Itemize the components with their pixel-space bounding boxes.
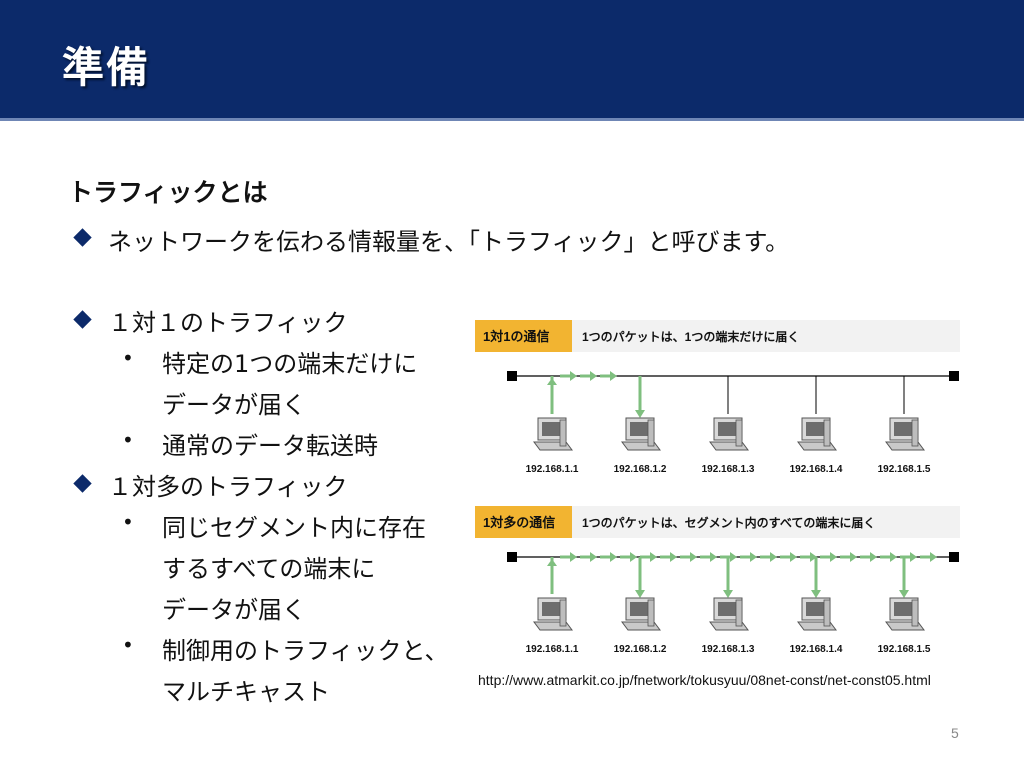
broadcast-packet-arrow-head xyxy=(670,552,677,562)
network-diagram-svg: 1対1の通信 1つのパケットは、1つの端末だけに届く 192.168.1.1 19… xyxy=(475,320,960,655)
broadcast-host-ip: 192.168.1.1 xyxy=(526,644,579,655)
slide-title: 準備 xyxy=(62,43,151,92)
broadcast-desc-line3: データが届く xyxy=(162,596,306,624)
broadcast-computer-icon xyxy=(533,597,573,631)
broadcast-tag xyxy=(475,506,572,538)
source-url: http://www.atmarkit.co.jp/fnetwork/tokus… xyxy=(478,672,931,688)
broadcast-desc-line1: 同じセグメント内に存在 xyxy=(162,514,426,542)
unicast-arrow-head xyxy=(635,410,645,418)
broadcast-arrow-head xyxy=(723,590,733,598)
section-heading: トラフィックとは xyxy=(68,178,268,207)
unicast-host-ip: 192.168.1.4 xyxy=(790,464,843,475)
diamond-bullet-icon xyxy=(73,310,92,329)
broadcast-arrow-head xyxy=(635,590,645,598)
broadcast-computer-icon xyxy=(621,597,661,631)
broadcast-usage-line1: 制御用のトラフィックと、 xyxy=(162,637,449,665)
unicast-host-ip: 192.168.1.1 xyxy=(526,464,579,475)
unicast-computer-icon xyxy=(885,417,925,451)
broadcast-packet-arrow-head xyxy=(850,552,857,562)
unicast-packet-arrow-head xyxy=(590,371,597,381)
broadcast-packet-arrow-head xyxy=(810,552,817,562)
unicast-computer-icon xyxy=(797,417,837,451)
broadcast-packet-arrow-head xyxy=(710,552,717,562)
unicast-host-ip: 192.168.1.5 xyxy=(878,464,931,475)
bullet-traffic-definition: ネットワークを伝わる情報量を、「トラフィック」と呼びます。 xyxy=(108,228,790,256)
unicast-bus-terminator-left xyxy=(507,371,517,381)
broadcast-bus-terminator-left xyxy=(507,552,517,562)
broadcast-packet-arrow-head xyxy=(690,552,697,562)
broadcast-panel: 1対多の通信 1つのパケットは、セグメント内のすべての端末に届く 192.168… xyxy=(475,506,960,655)
unicast-usage: 通常のデータ転送時 xyxy=(162,432,378,460)
bullet-dot-icon: • xyxy=(122,633,134,657)
broadcast-tag-label: 1対多の通信 xyxy=(483,515,555,530)
broadcast-packet-arrow-head xyxy=(570,552,577,562)
broadcast-usage-line2: マルチキャスト xyxy=(162,678,330,706)
unicast-panel: 1対1の通信 1つのパケットは、1つの端末だけに届く 192.168.1.1 19… xyxy=(475,320,960,475)
broadcast-host-ip: 192.168.1.2 xyxy=(614,644,667,655)
broadcast-packet-arrow-head xyxy=(590,552,597,562)
broadcast-packet-arrow-head xyxy=(610,552,617,562)
broadcast-packet-arrow-head xyxy=(830,552,837,562)
broadcast-packet-arrow-head xyxy=(750,552,757,562)
title-bar-divider xyxy=(0,118,1024,121)
network-diagram: 1対1の通信 1つのパケットは、1つの端末だけに届く 192.168.1.1 19… xyxy=(470,312,965,664)
broadcast-bus-terminator-right xyxy=(949,552,959,562)
unicast-tag xyxy=(475,320,572,352)
broadcast-packet-arrow-head xyxy=(650,552,657,562)
unicast-computer-icon xyxy=(709,417,749,451)
unicast-caption: 1つのパケットは、1つの端末だけに届く xyxy=(582,329,799,344)
broadcast-host-ip: 192.168.1.3 xyxy=(702,644,755,655)
unicast-host-ip: 192.168.1.3 xyxy=(702,464,755,475)
broadcast-desc-line2: するすべての端末に xyxy=(162,555,376,583)
broadcast-caption: 1つのパケットは、セグメント内のすべての端末に届く xyxy=(582,515,875,530)
unicast-bus-terminator-right xyxy=(949,371,959,381)
broadcast-host-ip: 192.168.1.4 xyxy=(790,644,843,655)
broadcast-computer-icon xyxy=(797,597,837,631)
broadcast-packet-arrow-head xyxy=(890,552,897,562)
unicast-computer-icon xyxy=(621,417,661,451)
bullet-broadcast: １対多のトラフィック xyxy=(108,473,348,501)
broadcast-packet-arrow-head xyxy=(790,552,797,562)
broadcast-packet-arrow-head xyxy=(630,552,637,562)
unicast-computer-icon xyxy=(533,417,573,451)
bullet-dot-icon: • xyxy=(122,346,134,370)
title-bar xyxy=(0,0,1024,118)
diamond-bullet-icon xyxy=(73,228,92,247)
broadcast-packet-arrow-head xyxy=(730,552,737,562)
broadcast-packet-arrow-head xyxy=(930,552,937,562)
broadcast-arrow-head xyxy=(811,590,821,598)
unicast-packet-arrow-head xyxy=(570,371,577,381)
broadcast-packet-arrow-head xyxy=(770,552,777,562)
diamond-bullet-icon xyxy=(73,474,92,493)
broadcast-arrow-head xyxy=(547,559,557,566)
broadcast-computer-icon xyxy=(709,597,749,631)
broadcast-packet-arrow-head xyxy=(870,552,877,562)
unicast-desc-line1: 特定の1つの端末だけに xyxy=(162,350,418,378)
bullet-dot-icon: • xyxy=(122,510,134,534)
bullet-unicast: １対１のトラフィック xyxy=(108,309,348,337)
unicast-tag-label: 1対1の通信 xyxy=(483,329,549,344)
broadcast-host-ip: 192.168.1.5 xyxy=(878,644,931,655)
unicast-packet-arrow-head xyxy=(610,371,617,381)
unicast-host-ip: 192.168.1.2 xyxy=(614,464,667,475)
bullet-dot-icon: • xyxy=(122,428,134,452)
page-number: 5 xyxy=(951,725,959,741)
broadcast-packet-arrow-head xyxy=(910,552,917,562)
unicast-arrow-head xyxy=(547,378,557,385)
broadcast-arrow-head xyxy=(899,590,909,598)
broadcast-computer-icon xyxy=(885,597,925,631)
unicast-desc-line2: データが届く xyxy=(162,391,306,419)
